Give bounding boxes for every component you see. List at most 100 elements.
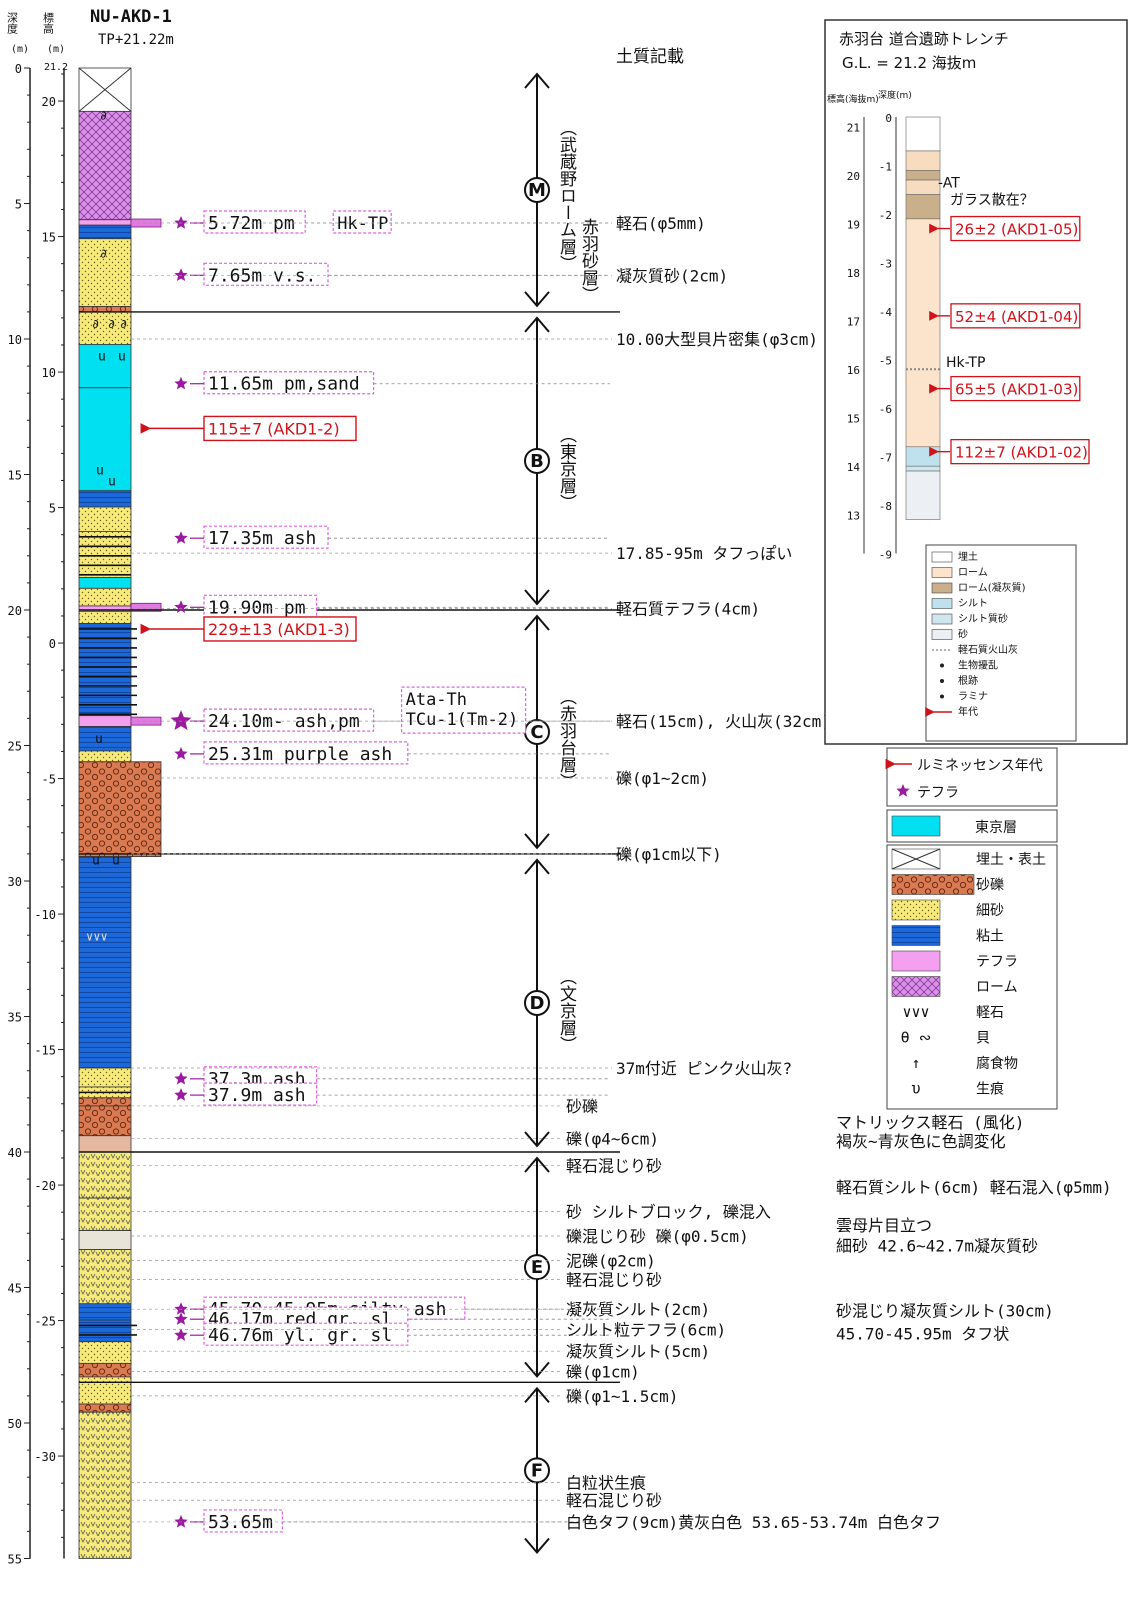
- arrow-head-up: [524, 1386, 550, 1404]
- inset-legend-label: ラミナ: [958, 691, 988, 703]
- inset-osl-age: 65±5 (AKD1-03): [955, 381, 1078, 399]
- side-note: マトリックス軽石 (風化): [836, 1113, 1024, 1132]
- depth-tick-label: 0: [15, 62, 22, 76]
- legend-swatch: [891, 976, 941, 997]
- tephra-star-icon: [174, 1312, 188, 1325]
- depth-tick-label: 45: [8, 1282, 22, 1296]
- inset-layer: [905, 465, 941, 472]
- formation-letter: M: [528, 180, 546, 201]
- layer-fine: [78, 1135, 132, 1153]
- formation-badge: [524, 1254, 550, 1281]
- layer-pumice: [78, 1411, 132, 1559]
- inset-legend-swatch: [931, 551, 953, 563]
- layer-gravel: [78, 1105, 132, 1137]
- shell-icon: ∂: [120, 317, 127, 331]
- inset-legend-label: ローム: [958, 567, 988, 579]
- tephra-id: Hk-TP: [337, 214, 388, 234]
- trace-fossil-icon: u: [92, 854, 100, 869]
- description-text: 10.00大型貝片密集(φ3cm): [616, 330, 818, 349]
- legend-label: 貝: [976, 1031, 990, 1047]
- description-text: 軽石混じり砂: [566, 1270, 662, 1289]
- layer-pumice: [78, 1249, 132, 1305]
- formation-letter: F: [531, 1460, 543, 1481]
- side-note: 雲母片目立つ: [836, 1216, 932, 1235]
- description-text: 砂 シルトブロック, 礫混入: [566, 1203, 771, 1222]
- inset-elev-label: 13: [847, 510, 860, 523]
- sample-label: 46.76m yl. gr. sl: [208, 1325, 392, 1346]
- legend-label: 細砂: [976, 903, 1004, 919]
- sample-label-box: [203, 1082, 318, 1106]
- layer-clay: [78, 726, 132, 752]
- description-text: 凝灰質シルト(2cm): [566, 1300, 710, 1319]
- inset-legend-label: ローム(凝灰質): [958, 581, 1026, 594]
- elevation-tick-label: 15: [42, 231, 56, 245]
- arrow-head-down: [524, 1537, 550, 1555]
- legend-label: 生痕: [976, 1082, 1004, 1098]
- layer-gravel: [78, 1097, 132, 1107]
- inset-legend-swatch: [940, 663, 944, 668]
- description-text: 礫(φ1~1.5cm): [566, 1387, 678, 1406]
- inset-title: 赤羽台 道合遺跡トレンチ: [839, 30, 1009, 48]
- trace-fossil-icon: u: [112, 854, 120, 869]
- description-text: 17.85-95m タフっぽい: [616, 544, 792, 563]
- tephra-star-icon: [174, 531, 188, 544]
- inset-legend-label: 軽石質火山灰: [958, 643, 1018, 656]
- depth-tick-label: 25: [8, 740, 22, 754]
- elevation-tick-label: -15: [34, 1044, 56, 1058]
- arrow-head-up: [524, 1156, 550, 1173]
- formation-letter: B: [530, 451, 544, 472]
- depth-tick-label: 30: [8, 875, 22, 889]
- layer-clay: [78, 856, 132, 1069]
- inset-legend-label: 生物擾乱: [958, 659, 998, 672]
- arrow-head-down: [524, 833, 550, 850]
- tephra-star-icon: [896, 784, 910, 797]
- formation-name: （赤羽台層）: [556, 688, 577, 790]
- description-title: 土質記載: [616, 47, 684, 67]
- top-elevation: 21.2: [44, 62, 68, 73]
- tephra-band: [130, 602, 162, 612]
- legend-label: 粘土: [976, 929, 1004, 945]
- depth-tick-label: 5: [15, 198, 22, 212]
- formation-name: （武蔵野ローム層）: [556, 119, 577, 272]
- inset-legend-swatch: [940, 694, 944, 699]
- legend-label: ローム: [976, 980, 1018, 996]
- trace-fossil-icon: u: [98, 350, 106, 365]
- inset-legend-swatch: [931, 567, 953, 578]
- formation-badge: [524, 447, 550, 474]
- formation-badge: [524, 176, 550, 203]
- inset-layer: [905, 116, 941, 152]
- inset-elev-label: 21: [847, 122, 860, 135]
- description-text: 礫(φ1~2cm): [616, 769, 709, 788]
- side-note: 砂混じり凝灰質シルト(30cm): [836, 1302, 1054, 1321]
- side-note: 褐灰~青灰色に色調変化: [836, 1132, 1006, 1151]
- depth-tick-label: 35: [8, 1011, 22, 1025]
- inset-elev-label: 18: [847, 267, 860, 280]
- layer-loam: [78, 110, 132, 221]
- legend-glyph-icon: ↑: [911, 1054, 920, 1072]
- elevation-tick-label: -10: [34, 908, 56, 922]
- inset-at-label: -AT: [938, 175, 960, 191]
- tephra-star-icon: [174, 600, 188, 613]
- arrow-head-down: [524, 589, 550, 606]
- layer-clay: [78, 490, 132, 508]
- inset-elev-label: 16: [847, 364, 860, 377]
- formation-brackets: M（武蔵野ローム層）赤羽砂層）B（東京層）C（赤羽台層）D（文京層）EF: [79, 72, 620, 1555]
- core-name: NU-AKD-1: [90, 7, 172, 27]
- inset-layer: [905, 179, 941, 195]
- description-text: 白色タフ(9cm)黄灰白色 53.65-53.74m 白色タフ: [566, 1513, 941, 1532]
- description-text: 軽石混じり砂: [566, 1491, 662, 1510]
- side-note: 45.70-45.95m タフ状: [836, 1325, 1009, 1344]
- legend-label: テフラ: [976, 954, 1018, 970]
- layer-sand: [78, 311, 132, 345]
- osl-age: 229±13 (AKD1-3): [208, 620, 350, 639]
- sample-label-box: [203, 262, 329, 286]
- formation-name: （東京層）: [556, 426, 577, 511]
- inset-depth-label: -2: [879, 209, 892, 222]
- layer-sand: [78, 1341, 132, 1364]
- layer-sand: [78, 610, 132, 624]
- sample-label-box: [203, 525, 329, 549]
- layer-sand: [78, 750, 132, 763]
- sample-label-box: [203, 1322, 409, 1346]
